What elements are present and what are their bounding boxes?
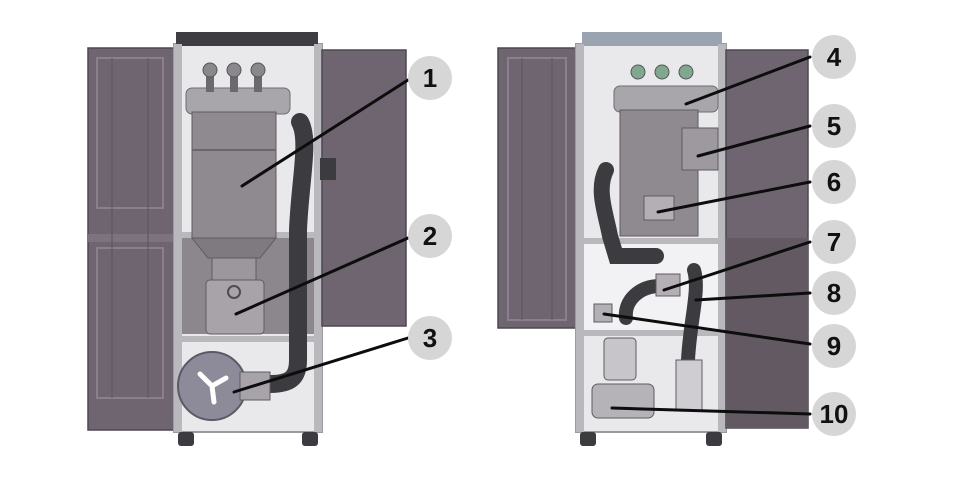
left-unit-vessel: [190, 111, 278, 259]
callout-10: 10: [812, 392, 856, 436]
left-unit-duct: [241, 113, 314, 393]
callout-4-number: 4: [827, 42, 842, 72]
callout-2-number: 2: [423, 221, 437, 251]
callout-4: 4: [812, 35, 856, 79]
callout-3: 3: [408, 316, 452, 360]
callout-8-number: 8: [827, 278, 841, 308]
leader-line-7: [662, 240, 812, 292]
callout-1: 1: [408, 56, 452, 100]
callout-2: 2: [408, 214, 452, 258]
callout-8: 8: [812, 271, 856, 315]
callout-10-number: 10: [820, 399, 849, 429]
right-unit-door-right: [725, 49, 809, 429]
callout-9: 9: [812, 324, 856, 368]
right-unit: [497, 32, 809, 446]
leader-line-1: [240, 78, 410, 188]
left-unit-casters: [178, 432, 318, 446]
right-unit-duct-left: [593, 162, 664, 264]
leader-line-2: [234, 236, 410, 316]
left-unit-collector: [205, 257, 265, 335]
right-unit-blower: [591, 337, 655, 419]
callout-5-number: 5: [827, 111, 841, 141]
left-unit-manifold: [185, 62, 291, 115]
right-unit-separator: [675, 359, 703, 411]
leader-line-10: [610, 406, 812, 416]
callout-7-number: 7: [827, 227, 841, 257]
leader-line-8: [694, 291, 812, 302]
leader-line-6: [656, 180, 812, 214]
callout-7: 7: [812, 220, 856, 264]
right-unit-door-left: [497, 47, 577, 329]
left-unit-door-left: [87, 47, 175, 431]
right-unit-duct-lower: [618, 279, 667, 325]
left-unit-door-right: [321, 49, 407, 327]
right-unit-duct-right: [681, 263, 703, 391]
left-unit: [87, 32, 407, 446]
callout-9-number: 9: [827, 331, 841, 361]
right-unit-vessel: [619, 109, 719, 237]
callout-6-number: 6: [827, 167, 841, 197]
callout-6: 6: [812, 160, 856, 204]
right-unit-casters: [580, 432, 722, 446]
leader-line-9: [602, 312, 812, 346]
leader-line-4: [684, 55, 812, 106]
callout-3-number: 3: [423, 323, 437, 353]
right-unit-manifold: [613, 64, 719, 113]
leader-lines: [232, 55, 812, 416]
leader-line-5: [696, 124, 812, 158]
left-unit-duct-port: [320, 158, 336, 180]
callout-1-number: 1: [423, 63, 437, 93]
left-unit-fan: [177, 351, 271, 421]
callout-5: 5: [812, 104, 856, 148]
leader-line-3: [232, 336, 410, 394]
